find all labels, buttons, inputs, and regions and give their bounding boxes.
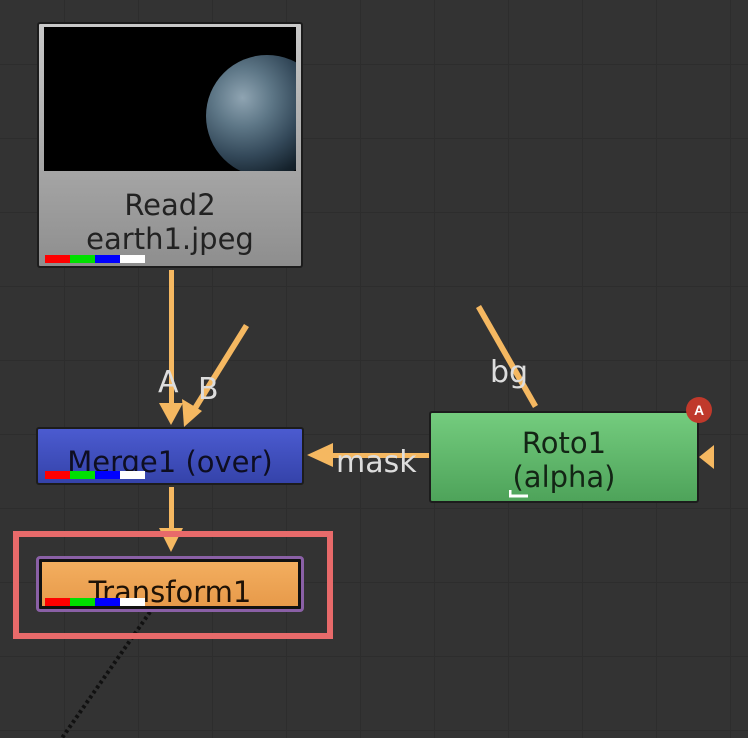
roto-node-name: Roto1	[521, 426, 607, 460]
merge-node[interactable]: Merge1 (over)	[36, 427, 304, 485]
edge-label-mask: mask	[336, 445, 417, 480]
read-node-name: Read2	[124, 188, 216, 222]
channel-green	[70, 471, 95, 479]
roto-alpha-indicator-icon	[509, 490, 528, 498]
transform-node[interactable]: Transform1	[36, 556, 304, 612]
wire-transform-output[interactable]	[60, 610, 152, 738]
edge-label-bg: bg	[490, 355, 529, 390]
channel-alpha	[120, 598, 145, 606]
edge-label-b: B	[198, 372, 219, 407]
wire-bg[interactable]	[476, 305, 538, 408]
read-thumbnail	[44, 27, 296, 171]
wire-a-arrowhead	[159, 403, 183, 425]
channel-blue	[95, 255, 120, 263]
edge-label-a: A	[158, 365, 179, 400]
roto-node[interactable]: Roto1 (alpha)	[429, 411, 699, 503]
channel-swatch-icon	[45, 598, 145, 606]
wire-merge-transform[interactable]	[169, 487, 174, 533]
channel-alpha	[120, 471, 145, 479]
channel-alpha	[120, 255, 145, 263]
autolabel-badge-icon[interactable]: A	[686, 397, 712, 423]
read-node-label: Read2 earth1.jpeg	[39, 188, 301, 256]
channel-red	[45, 598, 70, 606]
wire-a[interactable]	[169, 270, 174, 406]
wire-mask[interactable]	[330, 453, 430, 458]
roto-node-label: Roto1 (alpha)	[431, 426, 697, 494]
triangle-left-icon[interactable]	[699, 445, 714, 469]
wire-transform-arrowhead	[159, 528, 183, 552]
wire-mask-arrowhead	[307, 443, 333, 467]
channel-swatch-icon	[45, 471, 145, 479]
channel-red	[45, 471, 70, 479]
channel-green	[70, 255, 95, 263]
wire-b[interactable]	[193, 324, 249, 409]
channel-green	[70, 598, 95, 606]
read-node[interactable]: Read2 earth1.jpeg	[37, 22, 303, 268]
channel-blue	[95, 471, 120, 479]
channel-blue	[95, 598, 120, 606]
channel-red	[45, 255, 70, 263]
read-node-file: earth1.jpeg	[86, 222, 254, 256]
channel-swatch-icon	[45, 255, 145, 263]
wire-b-arrowhead	[182, 399, 202, 427]
earth-image	[206, 55, 296, 171]
roto-node-output: (alpha)	[512, 460, 616, 494]
